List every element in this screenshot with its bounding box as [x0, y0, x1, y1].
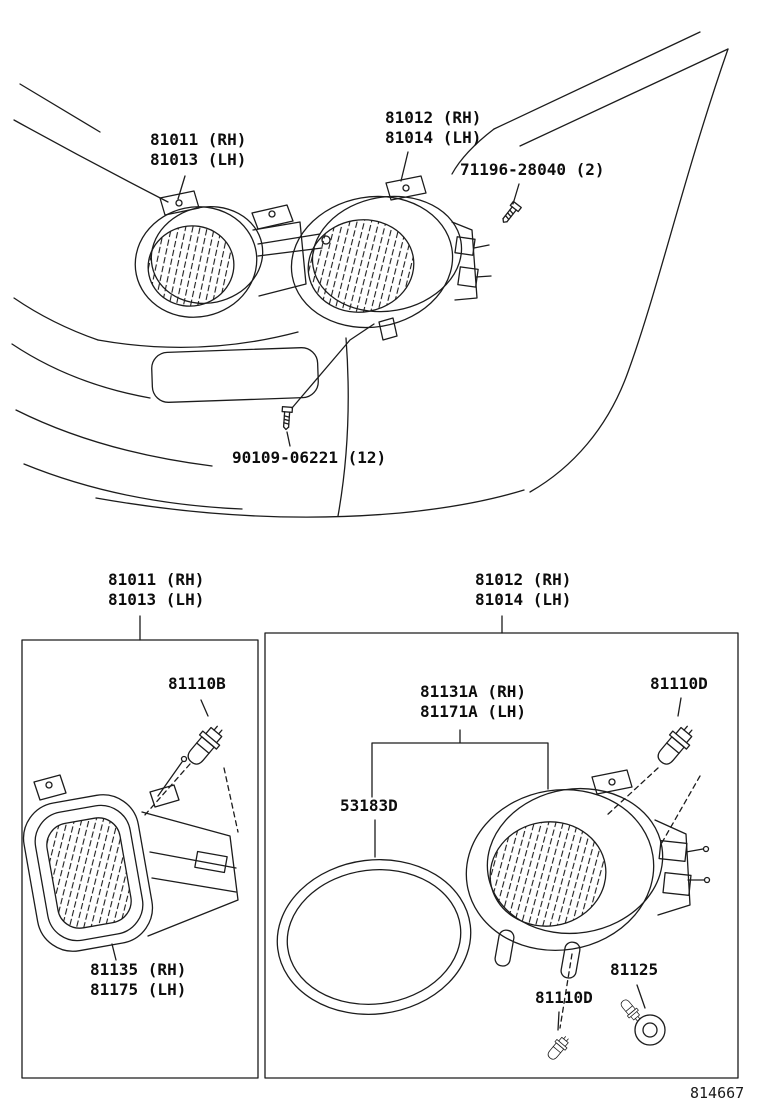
part-number-line: 81125	[610, 960, 659, 979]
label-fog-box-header: 81011 (RH) 81013 (LH)	[108, 570, 204, 610]
part-number-line: 81175 (LH)	[90, 980, 187, 999]
figure-number: 814667	[690, 1084, 745, 1102]
part-number-line: 81171A (LH)	[420, 702, 526, 721]
top-view-art	[11, 31, 729, 518]
part-number-line: 90109-06221 (12)	[232, 448, 387, 467]
label-headlamp-bulb-top: 81110D	[650, 674, 708, 694]
part-number-line: 81014 (LH)	[385, 128, 482, 147]
label-bolt: 90109-06221 (12)	[232, 448, 386, 468]
part-number-line: 81014 (LH)	[475, 590, 572, 609]
part-number-line: 53183D	[340, 796, 398, 815]
headlamp-box-art	[264, 615, 739, 1079]
label-retaining-ring: 53183D	[340, 796, 398, 816]
part-number-line: 81012 (RH)	[475, 570, 572, 589]
part-number-line: 81110D	[650, 674, 708, 693]
part-number-line: 81131A (RH)	[420, 682, 526, 701]
part-number-line: 81110D	[535, 988, 593, 1007]
label-socket: 81125	[610, 960, 658, 980]
label-headlamp-assy-right: 81012 (RH) 81014 (LH)	[385, 108, 481, 148]
part-number-line: 71196-28040 (2)	[460, 160, 605, 179]
label-screw: 71196-28040 (2)	[460, 160, 605, 180]
part-number-line: 81135 (RH)	[90, 960, 187, 979]
label-fog-bulb: 81110B	[168, 674, 226, 694]
part-number-line: 81011 (RH)	[150, 130, 247, 149]
label-headlamp-bulb-bottom: 81110D	[535, 988, 593, 1008]
label-headlamp-lens: 81131A (RH) 81171A (LH)	[420, 682, 526, 722]
part-number-line: 81012 (RH)	[385, 108, 482, 127]
label-headlamp-assy-left: 81011 (RH) 81013 (LH)	[150, 130, 246, 170]
part-number-line: 81013 (LH)	[150, 150, 247, 169]
fog-lamp-box-art	[21, 615, 259, 1079]
part-number-line: 81013 (LH)	[108, 590, 205, 609]
label-headlamp-box-header: 81012 (RH) 81014 (LH)	[475, 570, 571, 610]
part-number-line: 81011 (RH)	[108, 570, 205, 589]
label-fog-unit: 81135 (RH) 81175 (LH)	[90, 960, 186, 1000]
part-number-line: 81110B	[168, 674, 226, 693]
